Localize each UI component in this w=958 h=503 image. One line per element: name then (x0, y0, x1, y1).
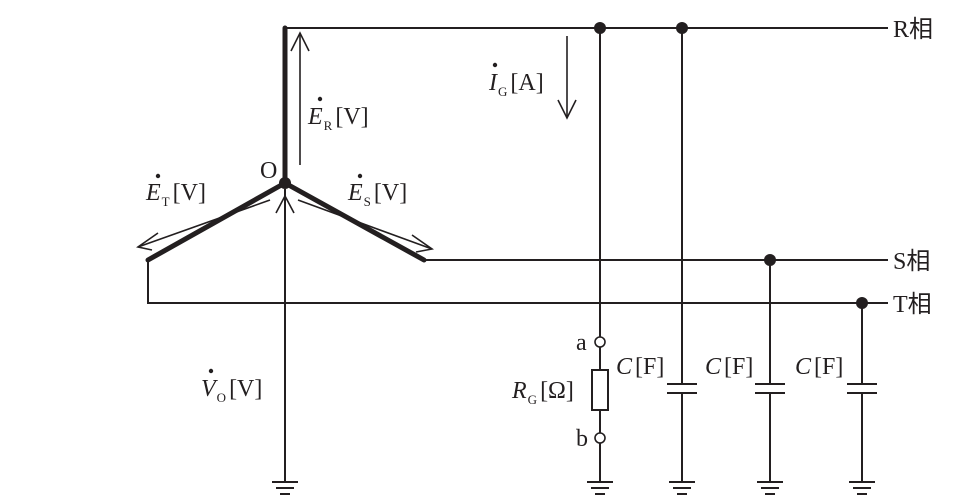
c2-unit: [F] (724, 354, 753, 380)
resistor-rg (591, 369, 609, 411)
c2-symbol: C (705, 354, 722, 380)
er-label: ER[V] (307, 104, 369, 133)
terminal-b-label: b (576, 426, 588, 452)
phase-label-s: S相 (893, 248, 930, 275)
terminal-a[interactable] (594, 336, 606, 348)
terminal-a-label: a (576, 330, 587, 356)
v0-unit: [V] (229, 376, 262, 402)
capacitor-r-branch (667, 22, 697, 495)
t-phase-winding (145, 180, 288, 263)
ig-label: IG[A] (488, 70, 544, 99)
et-subscript: T (162, 194, 170, 209)
rg-unit: [Ω] (540, 378, 574, 404)
phasor-dots (155, 62, 498, 374)
phase-lines (147, 27, 888, 304)
et-unit: [V] (173, 180, 206, 206)
ground-fault-branch (587, 22, 613, 495)
neutral-label: O (260, 158, 277, 184)
rg-label: RG[Ω] (511, 378, 574, 407)
et-symbol: E (145, 180, 161, 206)
er-arrow (290, 31, 310, 165)
capacitor-s-branch (755, 254, 785, 495)
es-subscript: S (364, 194, 371, 209)
es-label: ES[V] (347, 180, 407, 209)
er-unit: [V] (335, 104, 368, 130)
es-arrow (297, 199, 435, 253)
et-arrow (136, 199, 271, 251)
c3-symbol: C (795, 354, 812, 380)
phase-label-t: T相 (893, 291, 932, 318)
c1-unit: [F] (635, 354, 664, 380)
voltage-arrows (136, 31, 577, 253)
er-symbol: E (307, 104, 323, 130)
rg-subscript: G (528, 392, 537, 407)
neutral-point (279, 177, 291, 189)
rg-symbol: R (511, 378, 527, 404)
v0-symbol: V (201, 376, 218, 402)
c1-symbol: C (616, 354, 633, 380)
ground-symbol-neutral (272, 481, 298, 495)
es-symbol: E (347, 180, 363, 206)
c2-label: C[F] (705, 354, 753, 380)
v0-label: VO[V] (201, 376, 262, 405)
ground-symbol-c-t (849, 481, 875, 495)
ground-symbol-rg (587, 481, 613, 495)
terminal-b[interactable] (594, 432, 606, 444)
c3-unit: [F] (814, 354, 843, 380)
phase-label-r: R相 (893, 16, 933, 43)
capacitor-t-branch (847, 297, 877, 495)
c3-label: C[F] (795, 354, 843, 380)
neutral-ground-path (272, 189, 298, 495)
ig-symbol: I (488, 70, 498, 96)
v0-arrow (275, 194, 295, 214)
t-phase-line (147, 260, 888, 304)
ground-symbol-c-r (669, 481, 695, 495)
ig-unit: [A] (510, 70, 543, 96)
et-label: ET[V] (145, 180, 206, 209)
er-subscript: R (324, 118, 333, 133)
ground-symbol-c-s (757, 481, 783, 495)
v0-subscript: O (217, 390, 226, 405)
es-unit: [V] (374, 180, 407, 206)
ig-arrow (557, 36, 577, 120)
c1-label: C[F] (616, 354, 664, 380)
ig-subscript: G (498, 84, 507, 99)
